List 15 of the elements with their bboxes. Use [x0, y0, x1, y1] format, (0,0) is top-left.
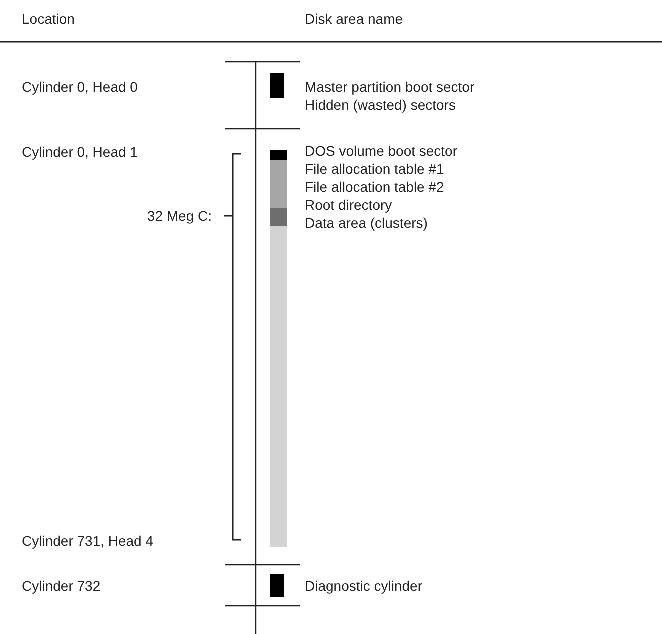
label-text: Data area (clusters) — [305, 214, 428, 232]
label-text: Cylinder 732 — [22, 577, 101, 595]
label-text: 32 Meg C: — [147, 207, 212, 225]
label-text: Cylinder 731, Head 4 — [22, 532, 154, 550]
label-text: Root directory — [305, 196, 392, 214]
label-text: Cylinder 0, Head 1 — [22, 143, 138, 161]
label-text: Master partition boot sector — [305, 78, 475, 96]
label-text: Location — [22, 10, 75, 28]
label-text: DOS volume boot sector — [305, 142, 458, 160]
label-text: File allocation table #2 — [305, 178, 444, 196]
label-text: Disk area name — [305, 10, 404, 28]
label-text: Cylinder 0, Head 0 — [22, 78, 138, 96]
label-text: Diagnostic cylinder — [305, 577, 422, 595]
label-text: File allocation table #1 — [305, 160, 444, 178]
label-text: Hidden (wasted) sectors — [305, 96, 456, 114]
